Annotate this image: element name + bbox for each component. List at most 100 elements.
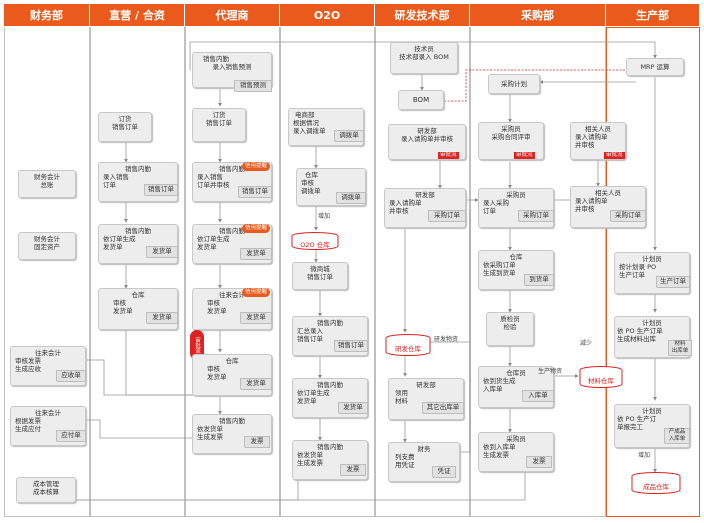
box-title: 销售内勤 [219, 417, 245, 425]
box-title: 采购员 [501, 125, 521, 133]
finance-cost-box: 成本管理 成本核算 [16, 477, 76, 503]
box-body: 依订单生成 发货单 [197, 235, 230, 251]
purchase-plan-box: 采购计划 [488, 74, 540, 94]
agent-invoice-doc: 发票 [244, 436, 270, 448]
approval-flow-vertical-tag: 审批流 [190, 330, 204, 360]
finished-goods-inbound-doc: 产成品 入库单 [664, 428, 690, 444]
box-title: 仓库 [305, 171, 318, 179]
lane-header-direct: 直营 / 合资 [90, 4, 185, 26]
payable-doc: 应付单 [56, 430, 86, 442]
box-title: 销售内勤 [317, 381, 343, 389]
agent-sales-order-doc: 销售订单 [238, 186, 272, 198]
box-title: 相关人员 [585, 125, 611, 133]
lane-header-purchase: 采购部 [470, 4, 606, 26]
box-body: 检验 [503, 323, 517, 331]
direct-order-box: 订货 销售订单 [98, 112, 152, 142]
o2o-add-note: 增加 [318, 213, 331, 220]
box-title: 研发部 [416, 381, 436, 389]
box-body: 销售订单 [206, 119, 232, 127]
direct-delivery-doc: 发货单 [146, 246, 178, 258]
credit-alert-badge-2: 信用提醒 [242, 224, 271, 233]
box-title: 订货 [118, 115, 132, 123]
box-body: 录入销售 订单并审核 [197, 173, 230, 189]
box-title: 计划员 [642, 407, 662, 415]
agent-order-box: 订货 销售订单 [192, 108, 246, 142]
box-body: 依 PO 生产订 单报完工 [617, 415, 657, 431]
box-body: 销售订单 [307, 273, 333, 281]
purchase-contract-box: 采购员 采购合同评审 [478, 122, 544, 160]
lane-direct [90, 27, 185, 517]
box-body: 审核 发货单 [207, 365, 227, 381]
o2o-transfer-doc-2: 调拨单 [336, 192, 366, 204]
direct-sales-order-doc: 销售订单 [144, 184, 178, 196]
material-warehouse-db-label: 材料仓库 [588, 377, 614, 385]
box-title: 质检员 [500, 315, 520, 323]
box-body: 列支费 用凭证 [395, 453, 415, 469]
box-body: 审核 发货单 [207, 299, 227, 315]
agent-warehouse-box: 仓库 审核 发货单 [192, 354, 272, 396]
agent-delivery-doc: 发货单 [240, 248, 272, 260]
receivable-doc: 应收单 [56, 370, 86, 382]
box-title: 相关人员 [595, 189, 621, 197]
box-title: 销售内勤 [317, 319, 343, 327]
finance-fixed-assets-box: 财务会计 固定资产 [18, 232, 76, 260]
box-title: 往来会计 [35, 409, 61, 417]
box-title: 采购员 [506, 191, 526, 199]
box-body: 技术部录入 BOM [399, 53, 449, 61]
rd-bom-box: BOM [398, 90, 444, 110]
related-purchase-order-doc: 采购订单 [610, 210, 646, 222]
box-title: 计划员 [642, 319, 662, 327]
agent-ar-doc: 发货单 [240, 312, 272, 324]
box-body: 按计划录 PO 生产订单 [619, 263, 657, 279]
box-body: 录入请购单 并审核 [389, 199, 422, 215]
rd-material-note: 研发物资 [434, 336, 459, 343]
box-title: 微商城 [310, 265, 330, 273]
box-title: 销售内勤 [125, 165, 151, 173]
material-warehouse-db: 材料仓库 [578, 366, 624, 388]
box-body: 固定资产 [34, 243, 60, 251]
box-title: 销售内勤 [317, 443, 343, 451]
box-title: 财务会计 [34, 235, 60, 243]
direct-warehouse-box: 仓库 审核 发货单 [98, 288, 178, 330]
box-body: 录入请购单 并审核 [575, 133, 608, 149]
box-body: 依到货生成 入库单 [483, 377, 516, 393]
box-title: 仓库 [131, 291, 145, 299]
box-body: 成本核算 [33, 488, 59, 496]
o2o-warehouse-db: O2O 仓库 [290, 232, 340, 250]
rd-voucher-doc: 凭证 [432, 466, 456, 478]
lane-header-production: 生产部 [606, 4, 700, 26]
agent-forecast-doc: 销售预测 [234, 80, 272, 92]
finished-goods-warehouse-db-label: 成品仓库 [643, 483, 669, 491]
rd-warehouse-db-label: 研发仓库 [395, 345, 421, 353]
rd-approval-tag: 审批流 [438, 152, 459, 159]
box-body: 依发货单 生成发票 [297, 451, 323, 467]
rd-finance-box: 财务 列支费 用凭证 [388, 442, 460, 482]
finance-gl-box: 财务会计 总账 [18, 170, 76, 198]
purchase-approval-tag-2: 审批流 [604, 152, 625, 159]
o2o-microshop-box: 微商城 销售订单 [292, 262, 348, 290]
direct-warehouse-doc: 发货单 [146, 312, 178, 324]
purchase-approval-tag-1: 审批流 [514, 152, 535, 159]
box-title: 电商部 [295, 111, 315, 119]
box-body: 录入采购 订单 [483, 199, 509, 215]
box-title: 仓库员 [506, 369, 526, 377]
box-title: 往来会计 [219, 291, 245, 299]
production-order-doc: 生产订单 [656, 276, 690, 288]
box-body: 审核 调拨单 [301, 179, 321, 195]
box-body: 录入销售预测 [212, 63, 252, 71]
box-body: 汇总录入 销售订单 [297, 327, 323, 343]
finished-goods-warehouse-db: 成品仓库 [630, 472, 682, 494]
credit-alert-badge-1: 信用提醒 [242, 162, 271, 171]
box-body: 根据情况 录入调拨单 [293, 119, 326, 135]
box-title: 财务 [417, 445, 431, 453]
box-body: 依到入库单 生成发票 [483, 443, 516, 459]
purchase-order-entry-box: 采购员 录入采购 订单 [478, 188, 554, 228]
box-body: 依订单生成 发货单 [297, 389, 330, 405]
o2o-delivery-doc: 发货单 [338, 402, 368, 414]
rd-warehouse-db: 研发仓库 [384, 334, 432, 356]
box-title: 仓库 [225, 357, 239, 365]
box-title: 仓库 [509, 253, 523, 261]
box-body: 审核 发货单 [113, 299, 133, 315]
purchase-qc-box: 质检员 检验 [486, 312, 534, 346]
box-body: 依 PO 生产订单 生成材料出库 [617, 327, 663, 343]
